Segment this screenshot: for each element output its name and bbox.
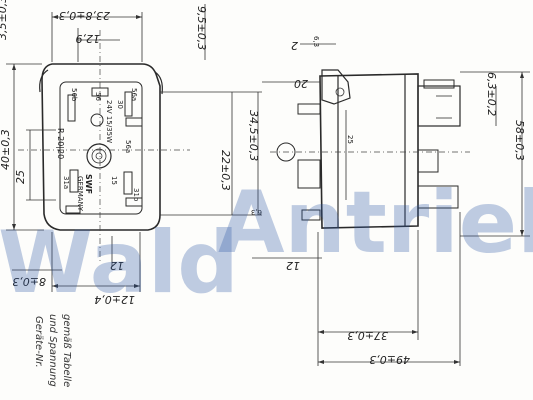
dim-top-9-5: 9,5±0,3: [195, 6, 208, 50]
dim-side-37: 37±0,3: [347, 329, 388, 342]
dim-top-12-9: 12,9: [76, 32, 101, 45]
dim-side-12: 12: [286, 259, 300, 272]
dim-right-34-5: 34,5±0,3: [247, 110, 260, 161]
terminal-label-56a-top: 56a: [130, 88, 138, 101]
dim-bottom-small: 12: [110, 259, 124, 272]
terminal-label-31a: 31a: [62, 176, 70, 189]
dim-side-49: 49±0,3: [369, 353, 410, 366]
dim-side-6-3: 6,3±0,2: [485, 72, 498, 116]
watermark-right: Antriebe: [218, 173, 533, 273]
dim-left-3-5: 3,5±0,3: [0, 0, 9, 40]
front-view: 56b 56 56a 30 31b 15 31a 56a R 20|20 SWF…: [0, 0, 262, 387]
terminal-label-15: 15: [110, 176, 118, 185]
dim-side-6-3-small: 6,3: [251, 208, 262, 216]
terminal-label-30: 30: [116, 100, 124, 109]
dim-side-angle: 6,3: [312, 36, 320, 47]
dim-side-25: 25: [346, 135, 354, 144]
dim-side-20: 20: [294, 77, 308, 90]
dim-top-23-8: 23,8±0,3: [59, 9, 110, 22]
note-line-1: Geräte-Nr.: [33, 316, 44, 368]
dim-bottom-8: 8±0,3: [12, 275, 46, 288]
terminal-label-56b: 56b: [70, 88, 78, 102]
dim-side-2: 2: [291, 39, 298, 52]
watermark: Wald Antriebe: [0, 173, 533, 313]
dim-bottom-12: 12±0,4: [94, 293, 135, 306]
plate-rating: 24V 15/35W: [105, 100, 113, 143]
dim-left-40: 40±0,3: [0, 129, 12, 170]
watermark-left: Wald: [0, 213, 239, 313]
dim-right-22: 22±0,3: [219, 150, 232, 191]
terminal-label-31b: 31b: [132, 188, 140, 202]
dim-left-25: 25: [14, 170, 27, 184]
plate-country: GERMANY: [76, 176, 84, 212]
note-line-3: gemäß Tabelle: [61, 314, 72, 387]
terminal-label-56a-mid: 56a: [124, 140, 132, 153]
plate-brand: SWF: [84, 174, 93, 194]
dim-side-58: 58±0,3: [513, 120, 526, 161]
terminal-label-56: 56: [94, 92, 102, 101]
plate-r-value: R 20|20: [56, 128, 65, 159]
note-line-2: und Spannung: [47, 314, 58, 387]
side-view: 20 2 6,3 25 6,3 58±0,3 6,3±0,2 12 37±0,3…: [251, 36, 530, 366]
